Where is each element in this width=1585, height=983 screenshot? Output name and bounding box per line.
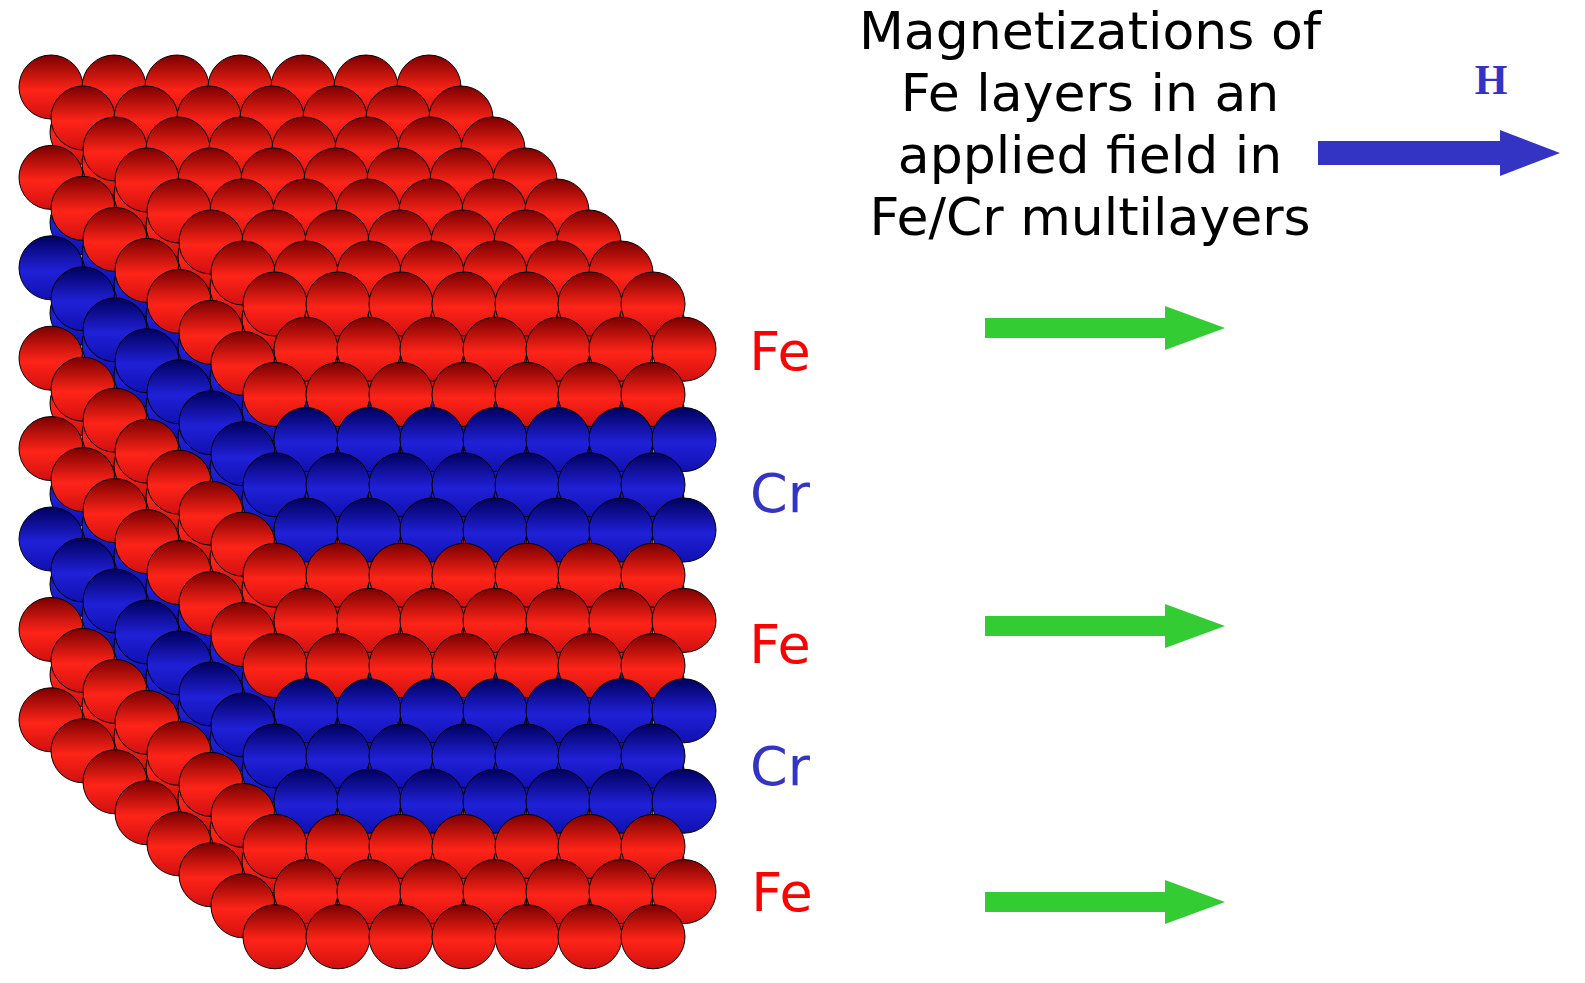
fe-atom [306, 905, 370, 969]
layer-name: Fe [749, 614, 810, 676]
fe-atom [243, 905, 307, 969]
layer-name: Cr [750, 736, 810, 798]
fe-atom [369, 905, 433, 969]
layer-name: Cr [750, 463, 810, 525]
field-symbol: H [1475, 56, 1508, 104]
magnetization-arrow [985, 880, 1225, 924]
layer-name: Fe [751, 862, 812, 924]
magnetization-arrow [985, 604, 1225, 648]
fe-atom [495, 905, 559, 969]
fe-atom [558, 905, 622, 969]
fe-atom [621, 905, 685, 969]
atom-stack [19, 55, 716, 969]
magnetization-arrow [985, 306, 1225, 350]
figure-title: Magnetizations of Fe layers in an applie… [825, 0, 1355, 248]
layer-name: Fe [749, 321, 810, 383]
field-arrow [1318, 130, 1560, 176]
fe-atom [432, 905, 496, 969]
